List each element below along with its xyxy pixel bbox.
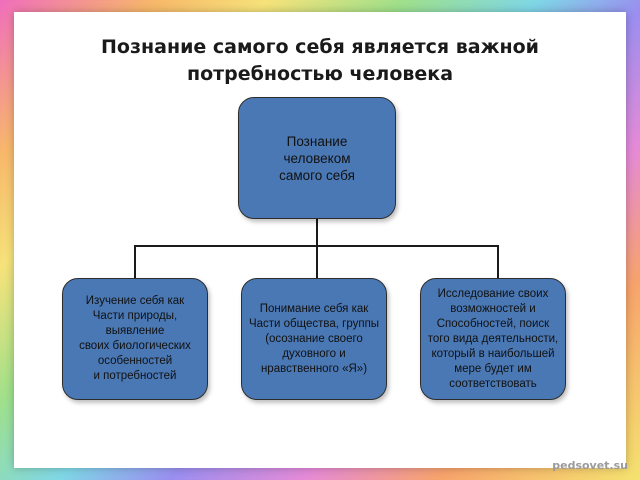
root-node: Познание человеком самого себя xyxy=(238,97,396,219)
child-node-biological: Изучение себя как Части природы, выявлен… xyxy=(62,278,208,400)
connector-root-down xyxy=(316,217,318,246)
site-watermark: pedsovet.su xyxy=(552,459,628,472)
connector-right-down xyxy=(497,245,499,278)
child-node-social: Понимание себя как Части общества, групп… xyxy=(241,278,387,400)
connector-mid-down xyxy=(316,245,318,278)
slide-title: Познание самого себя является важной пот… xyxy=(101,36,539,85)
child-node-abilities: Исследование своих возможностей и Способ… xyxy=(420,278,566,400)
connector-left-down xyxy=(134,245,136,278)
